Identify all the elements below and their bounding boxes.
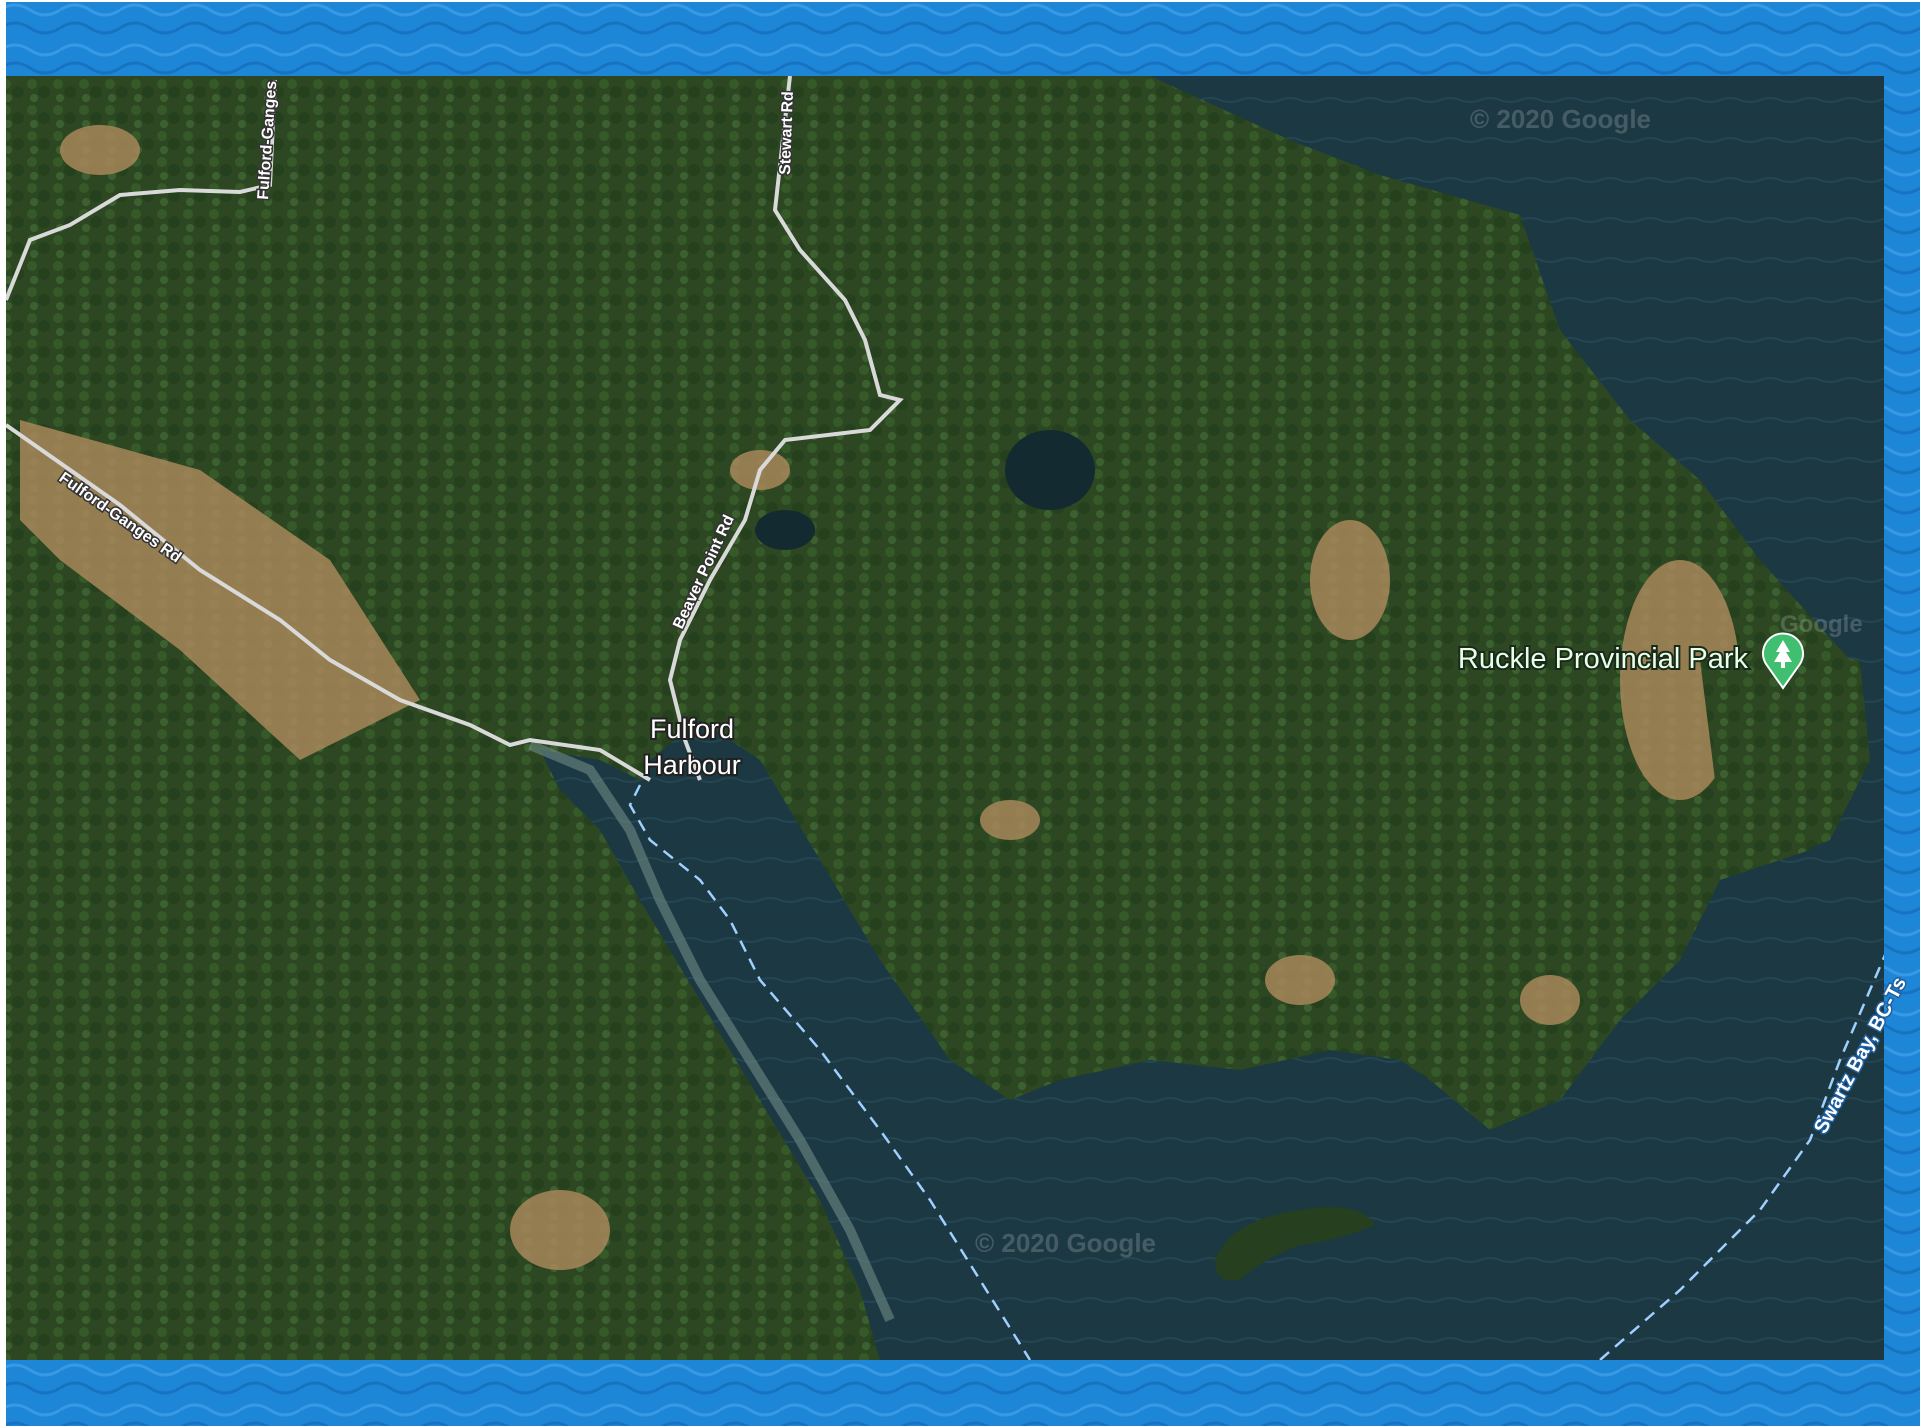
- island-land: [6, 76, 1860, 1360]
- tarp-bottom: [6, 1356, 1916, 1426]
- tarp-right: [1880, 2, 1920, 1426]
- satellite-map[interactable]: [6, 76, 1900, 1360]
- lake: [755, 510, 815, 550]
- harbour-water: [540, 750, 1060, 1360]
- place-label-fulford-harbour-2[interactable]: Harbour: [641, 748, 743, 782]
- small-island: [1215, 1207, 1375, 1281]
- watermark-google: Google: [1780, 611, 1863, 638]
- roads: [6, 76, 904, 782]
- ferry-route-line: [628, 784, 1884, 1360]
- tarp-top: [6, 2, 1916, 80]
- place-label-fulford-harbour-1[interactable]: Fulford: [648, 712, 736, 746]
- watermark-google: © 2020 Google: [975, 1228, 1156, 1258]
- shoreline: [528, 740, 895, 1323]
- tree-pin-icon[interactable]: [1762, 632, 1804, 690]
- watermark-google: © 2020 Google: [1470, 104, 1651, 134]
- road-label-stewart: Stewart Rd: [777, 91, 797, 175]
- headland: [1700, 650, 1870, 860]
- lake: [1005, 430, 1095, 510]
- place-label-ruckle-park[interactable]: Ruckle Provincial Park: [1456, 641, 1751, 677]
